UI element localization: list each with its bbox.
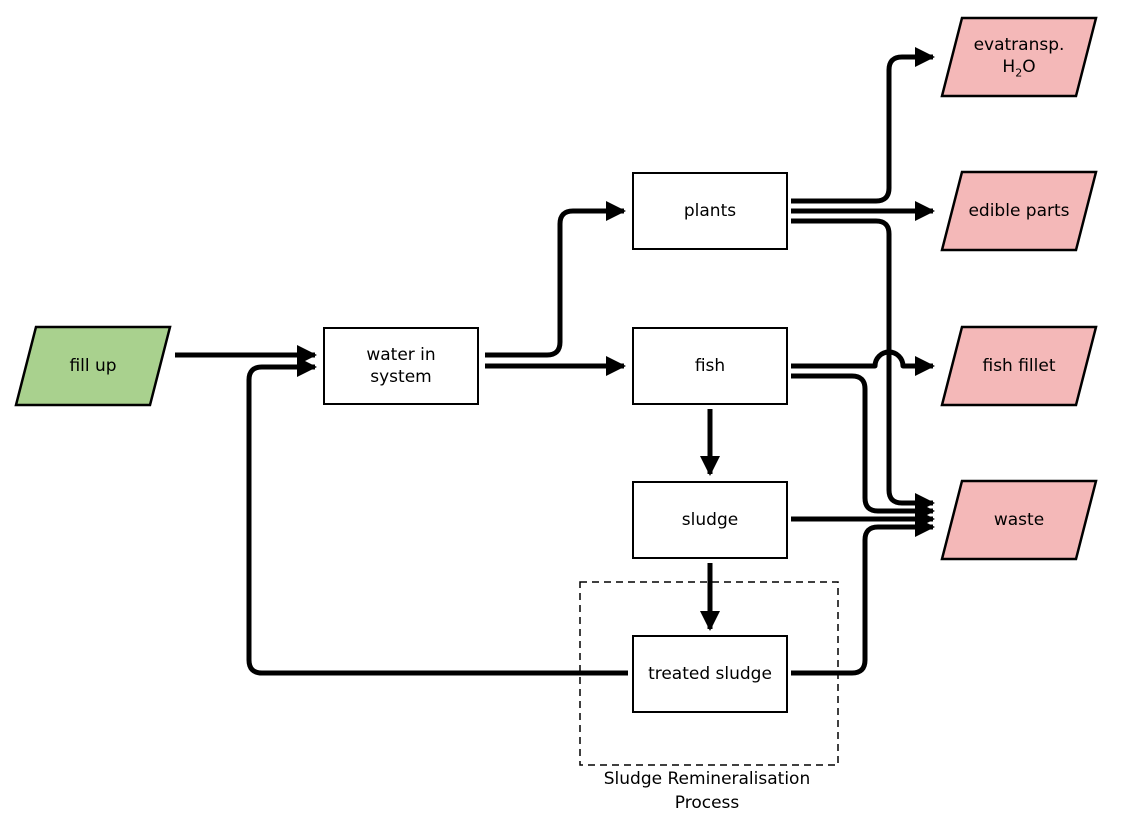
fill-up-shape	[14, 325, 172, 407]
h2o-o: O	[1022, 56, 1036, 77]
arrow-fish-to-fillet	[791, 349, 935, 376]
plants-text: plants	[683, 200, 737, 221]
fill-up-text: fill up	[69, 355, 117, 376]
fill-up-label: fill up	[16, 327, 170, 405]
waste-output-shape	[940, 479, 1098, 561]
evatransp-label: evatransp. H2O	[942, 18, 1096, 96]
arrow-plants-to-waste	[791, 218, 935, 513]
arrow-water-to-plants	[485, 201, 626, 358]
water-in-system-line-2: system	[370, 367, 432, 387]
arrow-fish-to-waste	[791, 373, 935, 521]
sludge-remineralisation-caption: Sludge Remineralisation Process	[560, 768, 854, 816]
edible-parts-label: edible parts	[942, 172, 1096, 250]
h2o-text: H2O	[1002, 56, 1035, 81]
edible-parts-output-shape	[940, 170, 1098, 252]
evatransp-output-shape	[940, 16, 1098, 98]
sludge-box: sludge	[632, 481, 788, 559]
edible-parts-text: edible parts	[968, 200, 1070, 221]
evatransp-text: evatransp.	[973, 34, 1065, 55]
sludge-text: sludge	[681, 509, 739, 530]
plants-box: plants	[632, 172, 788, 250]
waste-label: waste	[942, 481, 1096, 559]
arrow-plants-to-evatransp	[791, 47, 935, 204]
h2o-h: H	[1002, 56, 1016, 77]
water-in-system-box: water in system	[323, 327, 479, 405]
arrow-treated-to-waste	[791, 517, 935, 676]
treated-sludge-text: treated sludge	[648, 663, 772, 684]
fish-box: fish	[632, 327, 788, 405]
h2o-subscript: 2	[1015, 66, 1023, 80]
caption-line-1: Sludge Remineralisation	[603, 769, 811, 789]
fish-fillet-output-shape	[940, 325, 1098, 407]
treated-sludge-box: treated sludge	[632, 635, 788, 713]
arrow-treated-sludge-recycle	[246, 357, 628, 676]
fish-fillet-label: fish fillet	[942, 327, 1096, 405]
fish-text: fish	[694, 355, 726, 376]
water-in-system-line-1: water in	[366, 344, 436, 365]
fish-fillet-text: fish fillet	[982, 355, 1056, 376]
caption-line-2: Process	[674, 792, 740, 813]
waste-text: waste	[993, 509, 1045, 530]
